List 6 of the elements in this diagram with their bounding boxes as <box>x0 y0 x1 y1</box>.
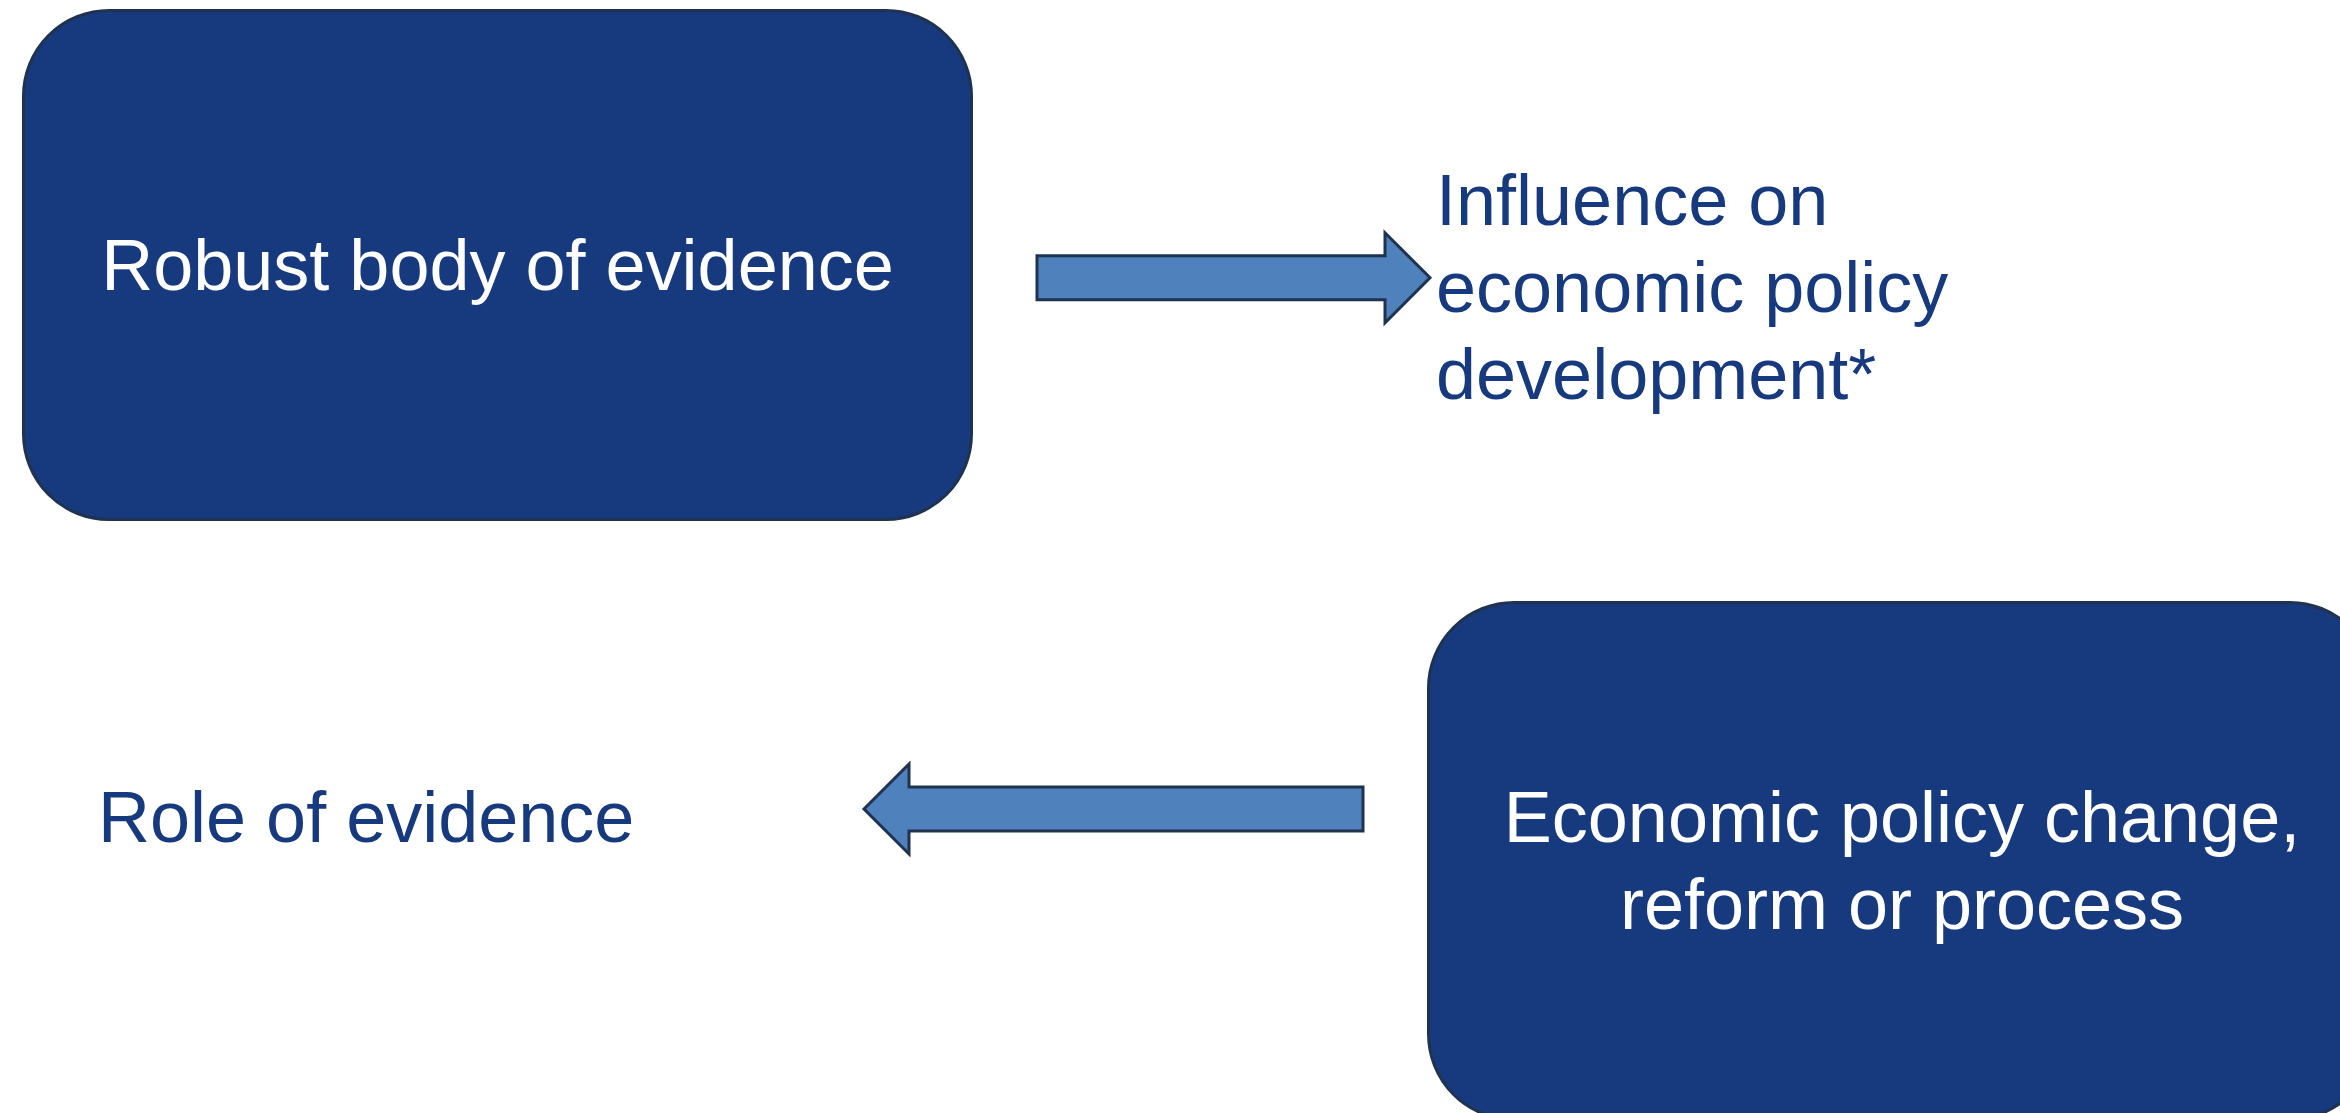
rounded-box: Robust body of evidence <box>22 9 973 521</box>
block-arrow <box>1035 229 1433 327</box>
text-label: Influence on economic policy development* <box>1436 120 2156 455</box>
rounded-box: Economic policy change, reform or process <box>1427 601 2340 1113</box>
block-arrow <box>861 760 1365 858</box>
text-label: Role of evidence <box>98 760 858 875</box>
